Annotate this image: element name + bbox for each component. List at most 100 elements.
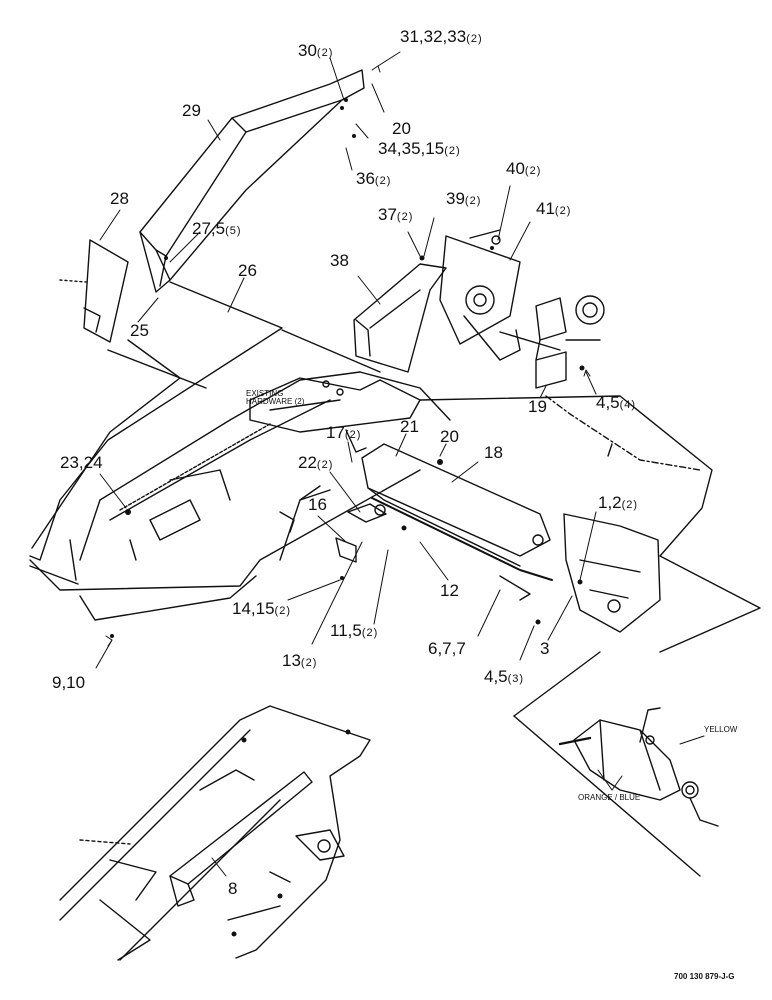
callout-3: 3 [540, 640, 549, 657]
hardware-dots [110, 98, 585, 638]
existing-hardware-line2: HARDWARE (2) [246, 397, 305, 407]
callout-number: 20 [392, 119, 411, 138]
callout-36: 36(2) [356, 170, 391, 187]
callout-34-35-15: 34,35,15(2) [378, 140, 461, 157]
callout-number: 36 [356, 169, 375, 188]
side-housing [563, 513, 661, 633]
callout-20-mid: 20 [440, 428, 459, 445]
callout-41: 41(2) [536, 200, 571, 217]
callout-number: 41 [536, 199, 555, 218]
callout-number: 37 [378, 205, 397, 224]
roller-shield-18 [361, 443, 553, 601]
wiring-harness [281, 329, 761, 653]
callout-quantity: (3) [507, 673, 525, 685]
main-frame [29, 281, 421, 621]
callout-25: 25 [130, 322, 149, 339]
callout-number: 4,5 [596, 393, 620, 412]
callout-quantity: (2) [344, 429, 362, 441]
callout-8: 8 [228, 880, 237, 897]
callout-27-5: 27,5(5) [192, 220, 242, 237]
callout-number: 17 [326, 423, 345, 442]
callout-39: 39(2) [446, 190, 481, 207]
callout-number: 4,5 [484, 667, 508, 686]
callout-number: 23,24 [60, 453, 103, 472]
callout-number: 29 [182, 101, 201, 120]
callout-quantity: (4) [619, 399, 637, 411]
upper-shield [59, 69, 365, 343]
callout-29: 29 [182, 102, 201, 119]
callout-quantity: (2) [466, 33, 483, 45]
callout-22: 22(2) [298, 454, 333, 471]
callout-9-10: 9,10 [52, 674, 85, 691]
callout-quantity: (2) [274, 605, 291, 617]
callout-23-24: 23,24 [60, 454, 103, 471]
callout-16: 16 [308, 496, 327, 513]
callout-21: 21 [400, 418, 419, 435]
callout-number: 14,15 [232, 599, 275, 618]
callout-number: 39 [446, 189, 465, 208]
callout-17: 17(2) [326, 424, 361, 441]
callout-quantity: (2) [316, 47, 334, 59]
callout-quantity: (2) [300, 657, 318, 669]
callout-number: 30 [298, 41, 317, 60]
chute-38 [353, 263, 447, 373]
callout-quantity: (2) [621, 499, 639, 511]
callout-number: 11,5 [330, 621, 362, 640]
hitch-parts [279, 429, 387, 563]
callout-number: 40 [506, 159, 525, 178]
callout-11-5: 11,5(2) [330, 622, 378, 639]
callout-quantity: (2) [444, 145, 461, 157]
wire-label-yellow: YELLOW [704, 725, 738, 734]
callout-number: 16 [308, 495, 327, 514]
drawing-number: 700 130 879-J-G [674, 972, 735, 981]
callout-quantity: (2) [316, 459, 334, 471]
callout-number: 1,2 [598, 493, 622, 512]
callout-number: 22 [298, 453, 317, 472]
callout-30: 30(2) [298, 42, 333, 59]
callout-number: 3 [540, 639, 550, 658]
callout-4-5-top: 4,5(4) [596, 394, 636, 411]
gearbox-assembly [439, 229, 605, 389]
leader-lines [95, 51, 597, 877]
callout-quantity: (2) [464, 195, 482, 207]
inset-wiring-detail [513, 651, 719, 877]
callout-quantity: (2) [554, 205, 572, 217]
callout-26: 26 [238, 262, 257, 279]
callout-number: 13 [282, 651, 301, 670]
callout-4-5-bottom: 4,5(3) [484, 668, 524, 685]
existing-hardware-line1: EXISTING [246, 389, 284, 398]
callout-number: 6,7,7 [428, 639, 466, 658]
callout-number: 21 [400, 417, 419, 436]
callout-number: 31,32,33 [400, 27, 467, 46]
callout-number: 9,10 [52, 673, 86, 692]
existing-hardware-note: EXISTING HARDWARE (2) [246, 389, 305, 407]
callout-quantity: (5) [225, 225, 242, 237]
callout-number: 26 [238, 261, 257, 280]
callout-6-7-7: 6,7,7 [428, 640, 466, 657]
callout-31-32-33: 31,32,33(2) [400, 28, 483, 45]
callout-number: 25 [130, 321, 149, 340]
callout-19: 19 [528, 398, 547, 415]
callout-quantity: (2) [374, 175, 392, 187]
callout-quantity: (2) [524, 165, 542, 177]
callout-number: 20 [440, 427, 459, 446]
callout-number: 34,35,15 [378, 139, 445, 158]
callout-40: 40(2) [506, 160, 541, 177]
callout-1-2: 1,2(2) [598, 494, 638, 511]
callout-37: 37(2) [378, 206, 413, 223]
callout-number: 18 [484, 443, 503, 462]
callout-20-top: 20 [392, 120, 411, 137]
callout-18: 18 [484, 444, 503, 461]
callout-28: 28 [110, 190, 129, 207]
callout-14-15: 14,15(2) [232, 600, 291, 617]
callout-number: 19 [528, 397, 547, 416]
inset-bracket-detail [59, 705, 371, 961]
callout-number: 38 [330, 251, 349, 270]
callout-quantity: (2) [396, 211, 414, 223]
callout-number: 27,5 [192, 219, 226, 238]
callout-38: 38 [330, 252, 349, 269]
callout-number: 12 [440, 581, 459, 600]
wire-label-orange-blue: ORANGE / BLUE [578, 793, 641, 802]
